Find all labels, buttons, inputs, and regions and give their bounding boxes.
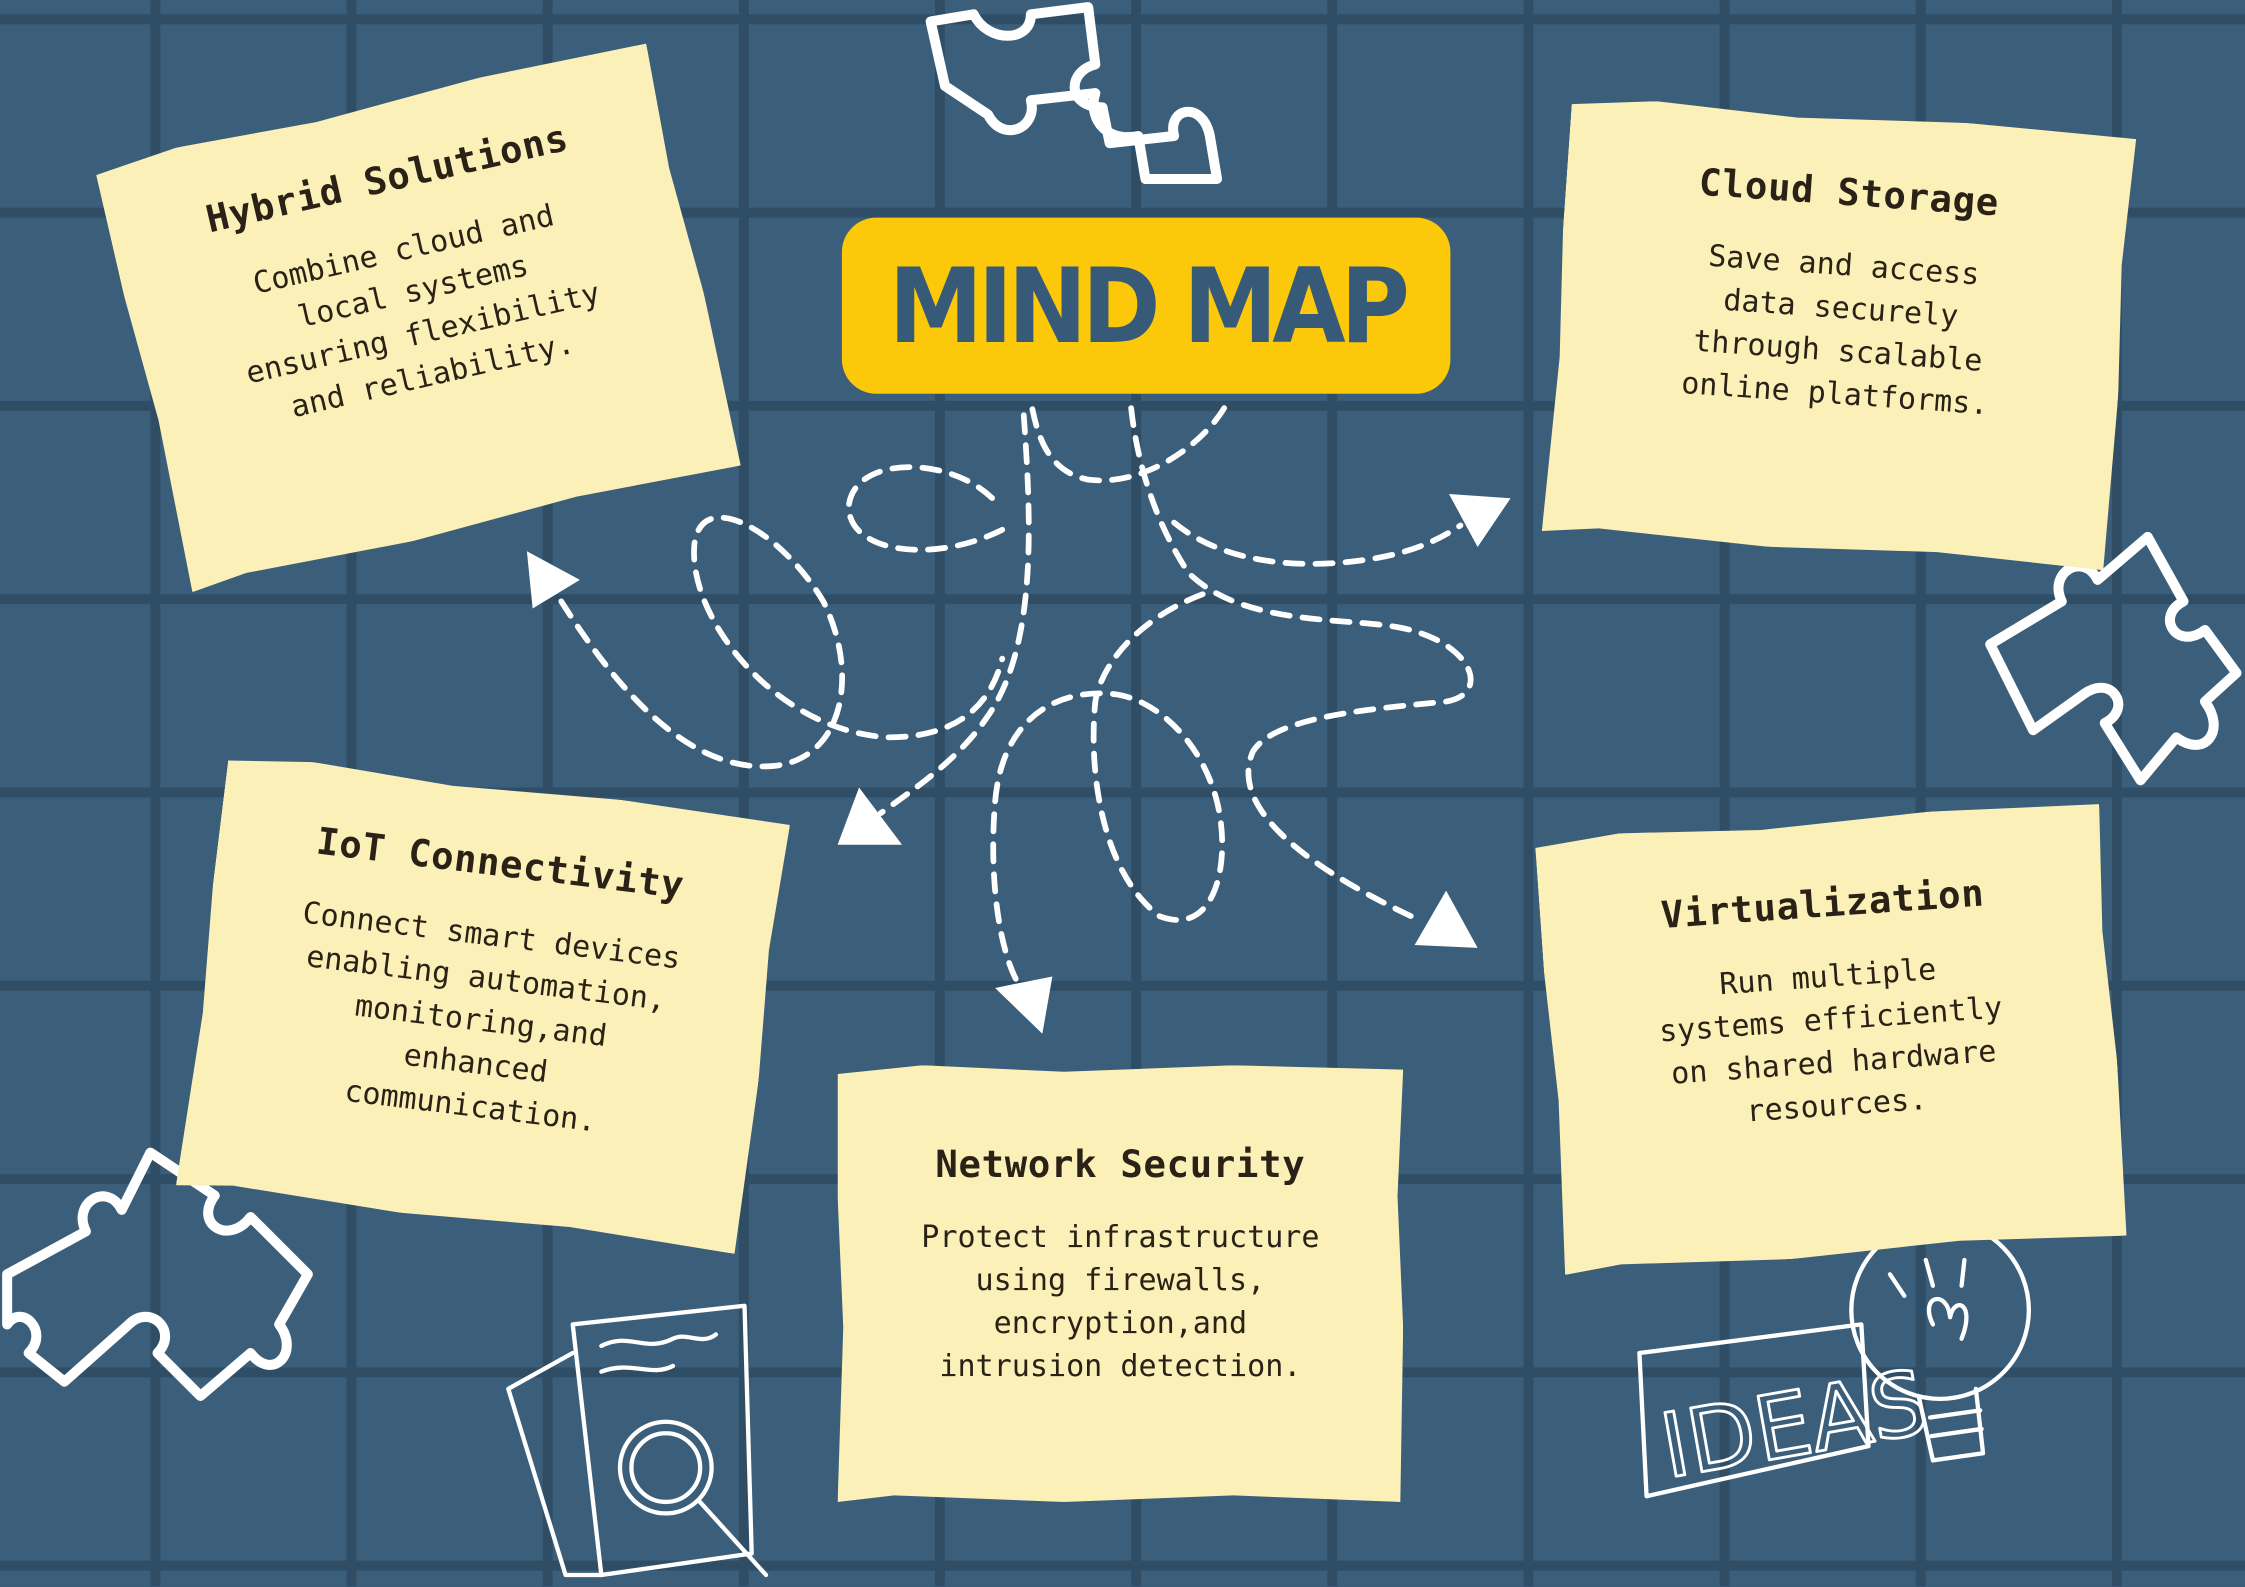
- connector-dashed-path: [1128, 405, 1474, 923]
- node-description: Protect infrastructure using firewalls, …: [921, 1219, 1320, 1384]
- arrowhead-icon: [526, 551, 580, 609]
- arrowhead-icon: [837, 787, 903, 845]
- mind-map-title-badge: MIND MAP: [841, 217, 1451, 394]
- node-title: Network Security: [935, 1144, 1306, 1187]
- document-magnifier-icon: [506, 1303, 769, 1578]
- node-virtualization: Virtualization Run multiple systems effi…: [1535, 800, 2130, 1275]
- puzzle-piece-icon: [925, 2, 1223, 184]
- node-description: Connect smart devices enabling automatio…: [300, 895, 683, 1139]
- arrowhead-icon: [995, 976, 1053, 1034]
- puzzle-piece-icon: [1985, 531, 2242, 786]
- page-title: MIND MAP: [888, 245, 1409, 366]
- node-iot-connectivity: IoT Connectivity Connect smart devices e…: [176, 752, 791, 1254]
- node-description: Save and access data securely through sc…: [1680, 238, 1990, 422]
- node-network-security: Network Security Protect infrastructure …: [837, 1065, 1404, 1502]
- connector-dashed-path: [1171, 519, 1464, 567]
- node-title: Cloud Storage: [1697, 161, 2001, 226]
- node-title: Virtualization: [1659, 872, 1986, 938]
- puzzle-piece-icon: [2, 1147, 313, 1402]
- connector-dashed-path: [1028, 398, 1228, 484]
- ideas-doodle-text: IDEAS: [1653, 1351, 1935, 1499]
- connector-dashed-path: [990, 591, 1225, 988]
- node-cloud-storage: Cloud Storage Save and access data secur…: [1542, 95, 2137, 570]
- connector-dashed-path: [846, 464, 1006, 553]
- connector-dashed-path: [877, 412, 1032, 817]
- arrowhead-icon: [1414, 890, 1478, 948]
- node-description: Run multiple systems efficiently on shar…: [1657, 951, 2004, 1129]
- connector-dashed-path: [558, 514, 1006, 770]
- arrowhead-icon: [1448, 493, 1511, 547]
